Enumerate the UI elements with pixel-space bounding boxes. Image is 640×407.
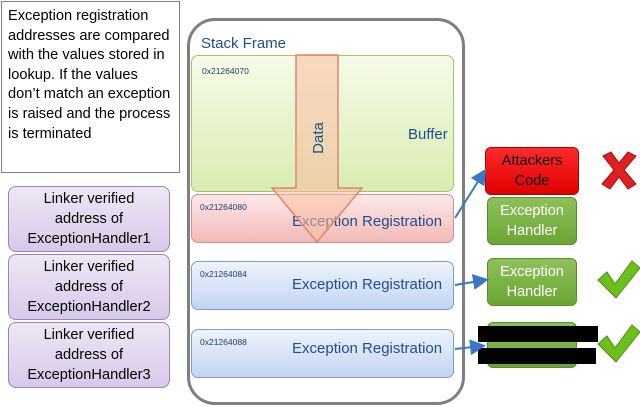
redaction-bar bbox=[478, 348, 596, 364]
registration-label: Exception Registration bbox=[292, 340, 443, 357]
exception-registration-2: 0x21264084 Exception Registration bbox=[191, 261, 454, 310]
check-icon bbox=[597, 324, 640, 363]
buffer-label: Buffer bbox=[408, 126, 448, 143]
registration-label: Exception Registration bbox=[292, 276, 443, 293]
arrow-to-handler-3 bbox=[454, 339, 486, 356]
registration-address: 0x21264084 bbox=[200, 269, 247, 279]
exception-registration-3: 0x21264088 Exception Registration bbox=[191, 329, 454, 378]
stack-frame-title: Stack Frame bbox=[201, 35, 287, 52]
attackers-code-box: Attackers Code bbox=[485, 147, 579, 195]
exception-handler-2: Exception Handler bbox=[487, 258, 577, 306]
arrow-to-handler-2 bbox=[454, 274, 489, 290]
linker-box-3: Linker verified address of ExceptionHand… bbox=[8, 322, 170, 388]
data-arrow-label: Data bbox=[310, 122, 327, 154]
check-icon bbox=[597, 260, 640, 299]
registration-address: 0x21264080 bbox=[200, 202, 247, 212]
cross-icon bbox=[601, 151, 637, 190]
redaction-bar bbox=[478, 326, 598, 342]
arrow-to-attackers bbox=[454, 168, 487, 219]
registration-address: 0x21264088 bbox=[200, 337, 247, 347]
explanation-note: Exception registration addresses are com… bbox=[1, 1, 180, 173]
exception-handler-1: Exception Handler bbox=[487, 197, 577, 245]
buffer-address: 0x21264070 bbox=[202, 66, 249, 76]
linker-box-2: Linker verified address of ExceptionHand… bbox=[8, 254, 170, 320]
linker-box-1: Linker verified address of ExceptionHand… bbox=[8, 186, 170, 252]
